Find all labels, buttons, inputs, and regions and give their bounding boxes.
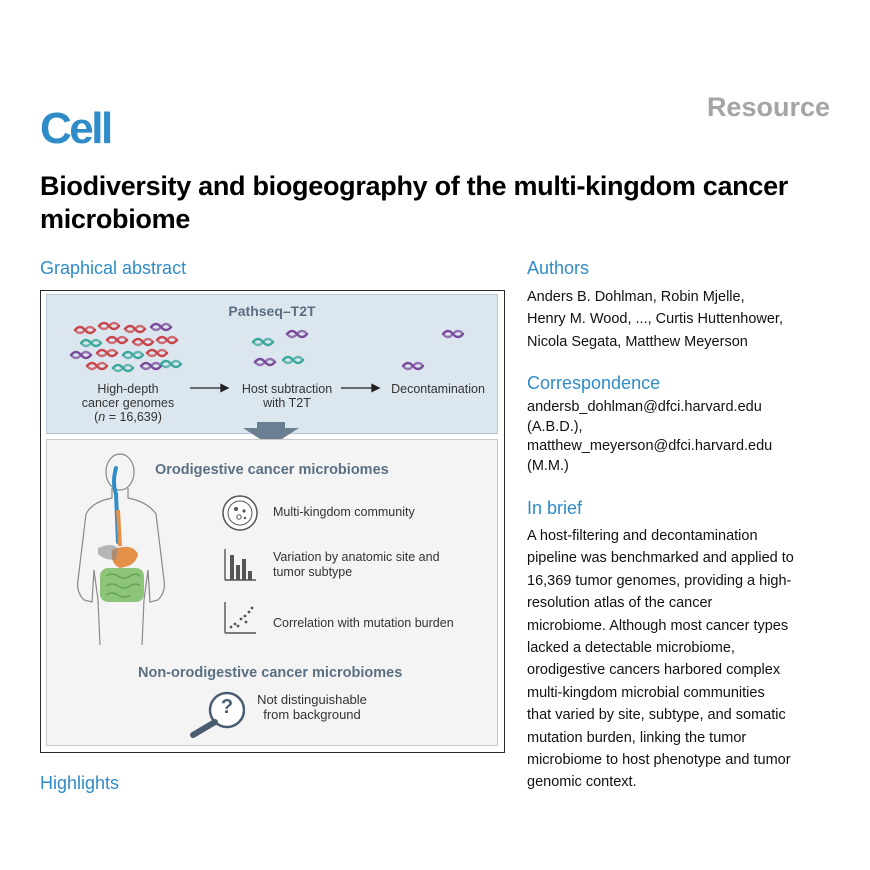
stomach-shape: [111, 546, 138, 568]
step-decontamination: Decontamination: [391, 382, 485, 396]
item-variation: Variation by anatomic site and tumor sub…: [273, 550, 440, 579]
human-body-illustration: [77, 453, 165, 645]
non-orodigestive-title: Non-orodigestive cancer microbiomes: [138, 665, 403, 681]
email-link[interactable]: matthew_meyerson@dfci.harvard.edu: [527, 438, 773, 454]
petri-dish-icon: [222, 495, 258, 531]
question-mark: ?: [220, 696, 234, 718]
article-type: Resource: [706, 92, 830, 122]
dna-cluster-decontaminated: [401, 329, 465, 371]
correspondence-list: andersb_dohlman@dfci.harvard.edu (A.B.D.…: [527, 399, 773, 474]
correspondence-heading: Correspondence: [527, 373, 661, 393]
microbiome-panel: Orodigestive cancer microbiomes Multi-ki…: [46, 439, 498, 746]
bar-chart-icon: [224, 549, 256, 581]
dna-cluster-host-subtracted: [251, 329, 309, 367]
item-multi-kingdom: Multi-kingdom community: [273, 505, 415, 519]
pipeline-panel: Pathseq–T2T: [46, 294, 498, 434]
dna-cluster-raw: [69, 321, 183, 373]
pipeline-arrows: [190, 383, 381, 393]
step-host-subtraction: Host subtraction with T2T: [241, 382, 333, 410]
in-brief-heading: In brief: [527, 498, 583, 518]
email-link[interactable]: andersb_dohlman@dfci.harvard.edu: [527, 399, 762, 415]
journal-logo: Cell: [40, 104, 113, 153]
graphical-abstract-heading: Graphical abstract: [40, 258, 187, 278]
item-mutation-burden: Correlation with mutation burden: [273, 616, 454, 630]
item-not-distinguishable: Not distinguishable from background: [257, 692, 367, 722]
esophagus-shape: [112, 466, 120, 544]
magnifier-question-icon: [190, 691, 245, 738]
in-brief-text: A host-filtering and decontamination pip…: [527, 528, 794, 791]
pipeline-title: Pathseq–T2T: [228, 303, 316, 319]
authors-list: Anders B. Dohlman, Robin Mjelle, Henry M…: [527, 289, 783, 350]
step-high-depth-genomes: High-depth cancer genomes (n = 16,639): [81, 382, 175, 424]
authors-heading: Authors: [527, 258, 590, 278]
highlights-heading: Highlights: [40, 773, 120, 793]
down-arrow-icon: [243, 422, 299, 446]
orodigestive-title: Orodigestive cancer microbiomes: [155, 462, 389, 478]
article-title: Biodiversity and biogeography of the mul…: [40, 171, 788, 234]
scatter-plot-icon: [224, 602, 256, 634]
dna-fragments-illustration: [69, 321, 465, 393]
graphical-abstract: Pathseq–T2T: [40, 290, 505, 753]
